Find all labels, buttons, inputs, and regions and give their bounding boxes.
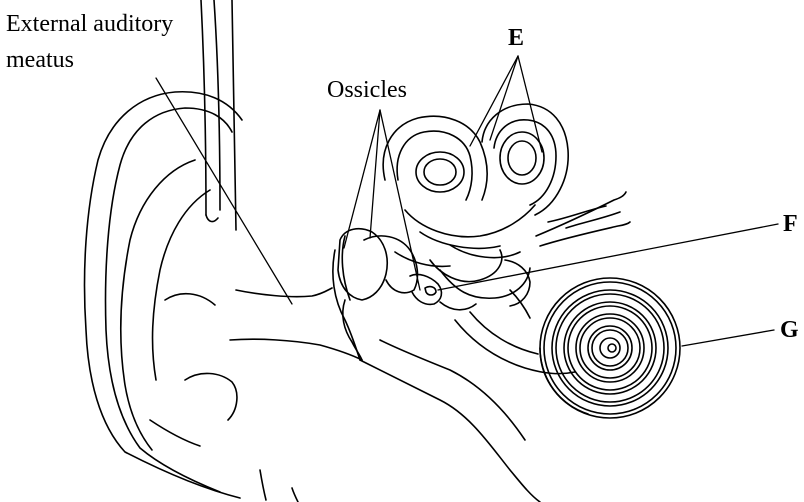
label-f: F <box>783 212 798 236</box>
outer-ear-pinna <box>85 92 299 502</box>
g-leader <box>682 330 774 346</box>
e-leader-1 <box>470 56 518 146</box>
label-e: E <box>508 26 524 50</box>
cochlea <box>440 278 680 418</box>
ossicles-label: Ossicles <box>327 78 407 102</box>
label-g: G <box>780 318 799 342</box>
leader-lines <box>156 56 778 346</box>
semicircular-canals <box>383 104 568 282</box>
vestibulocochlear-nerve <box>536 192 630 246</box>
ossicles-leader-3 <box>380 110 420 290</box>
ear-canal <box>230 288 362 360</box>
external-auditory-meatus-label: External auditory meatus <box>6 6 226 78</box>
meatus-leader <box>156 78 292 304</box>
